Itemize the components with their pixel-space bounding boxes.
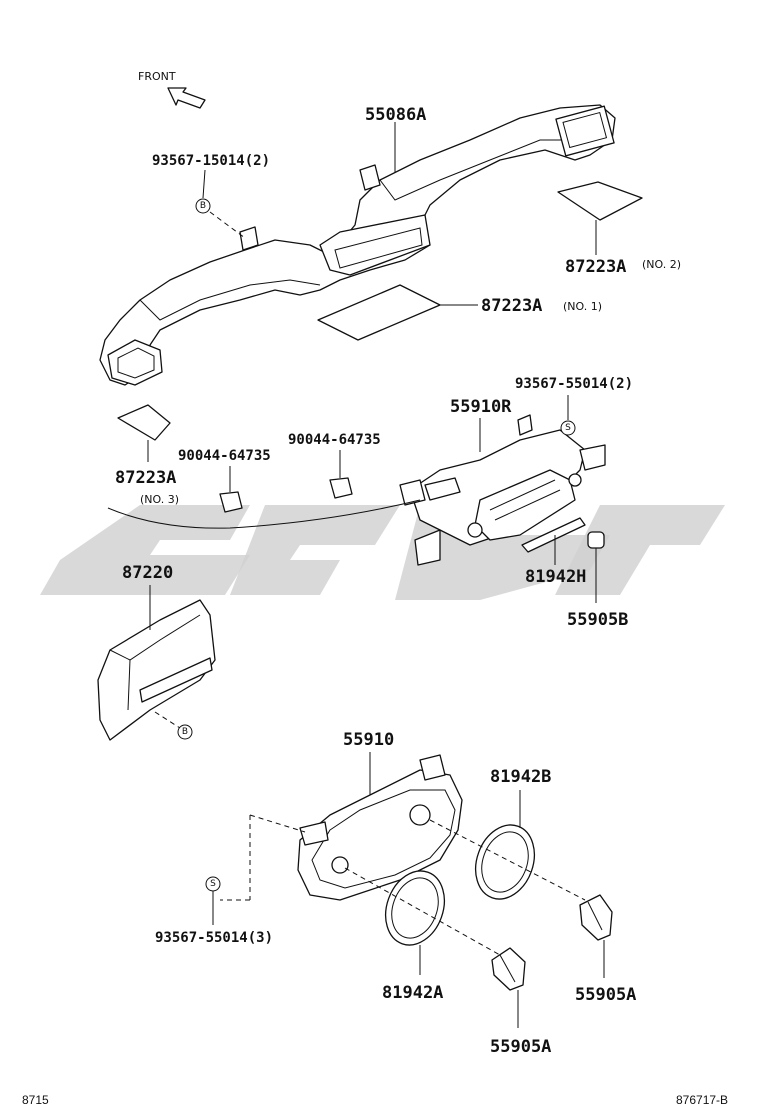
defroster-duct-55086A xyxy=(99,104,616,386)
clip-90044-left xyxy=(219,491,243,513)
heater-control-55910R xyxy=(399,414,606,566)
label-81942B: 81942B xyxy=(490,767,551,787)
label-87220: 87220 xyxy=(122,563,173,583)
svg-text:S: S xyxy=(565,423,571,433)
knob-55905A-bottom xyxy=(491,947,526,991)
label-55905A-right: 55905A xyxy=(575,985,636,1005)
label-81942H: 81942H xyxy=(525,567,586,587)
heater-control-55910 xyxy=(297,754,463,901)
footer-right-code: 876717-B xyxy=(676,1093,728,1107)
front-arrow: FRONT xyxy=(138,70,206,109)
watermark-logo xyxy=(40,470,725,600)
note-87223A-no1: (NO. 1) xyxy=(563,300,602,313)
note-87223A-no2: (NO. 2) xyxy=(642,258,681,271)
clip-90044-right xyxy=(329,477,353,499)
note-87223A-no3: (NO. 3) xyxy=(140,493,179,506)
duct-87220 xyxy=(97,599,216,741)
label-81942A: 81942A xyxy=(382,983,443,1003)
marker-b-upper xyxy=(195,198,211,214)
pad-87223A-no3 xyxy=(117,404,171,441)
svg-text:B: B xyxy=(182,727,188,737)
label-55086A: 55086A xyxy=(365,105,426,125)
control-cable xyxy=(107,499,421,529)
label-87223A-no1: 87223A xyxy=(481,296,542,316)
label-90044-right: 90044-64735 xyxy=(288,432,381,448)
label-55910R: 55910R xyxy=(450,397,512,417)
marker-s-upper xyxy=(560,420,576,436)
front-label: FRONT xyxy=(138,70,176,83)
label-93567-15014: 93567-15014(2) xyxy=(152,153,270,169)
label-55910: 55910 xyxy=(343,730,394,750)
label-87223A-no3: 87223A xyxy=(115,468,176,488)
footer-left-code: 8715 xyxy=(22,1093,49,1107)
ring-81942B xyxy=(475,824,535,900)
label-55905A-bottom: 55905A xyxy=(490,1037,551,1057)
label-87223A-no2: 87223A xyxy=(565,257,626,277)
label-55905B: 55905B xyxy=(567,610,628,630)
marker-b-lower xyxy=(177,724,193,740)
pad-87223A-no1 xyxy=(317,284,441,341)
knob-55905B xyxy=(587,531,605,549)
pad-87223A-no2 xyxy=(557,181,643,221)
label-93567-55014-3: 93567-55014(3) xyxy=(155,930,273,946)
label-93567-55014-2: 93567-55014(2) xyxy=(515,376,633,392)
svg-text:S: S xyxy=(210,879,216,889)
plate-81942H xyxy=(521,517,586,553)
label-90044-left: 90044-64735 xyxy=(178,448,271,464)
svg-text:B: B xyxy=(200,201,206,211)
